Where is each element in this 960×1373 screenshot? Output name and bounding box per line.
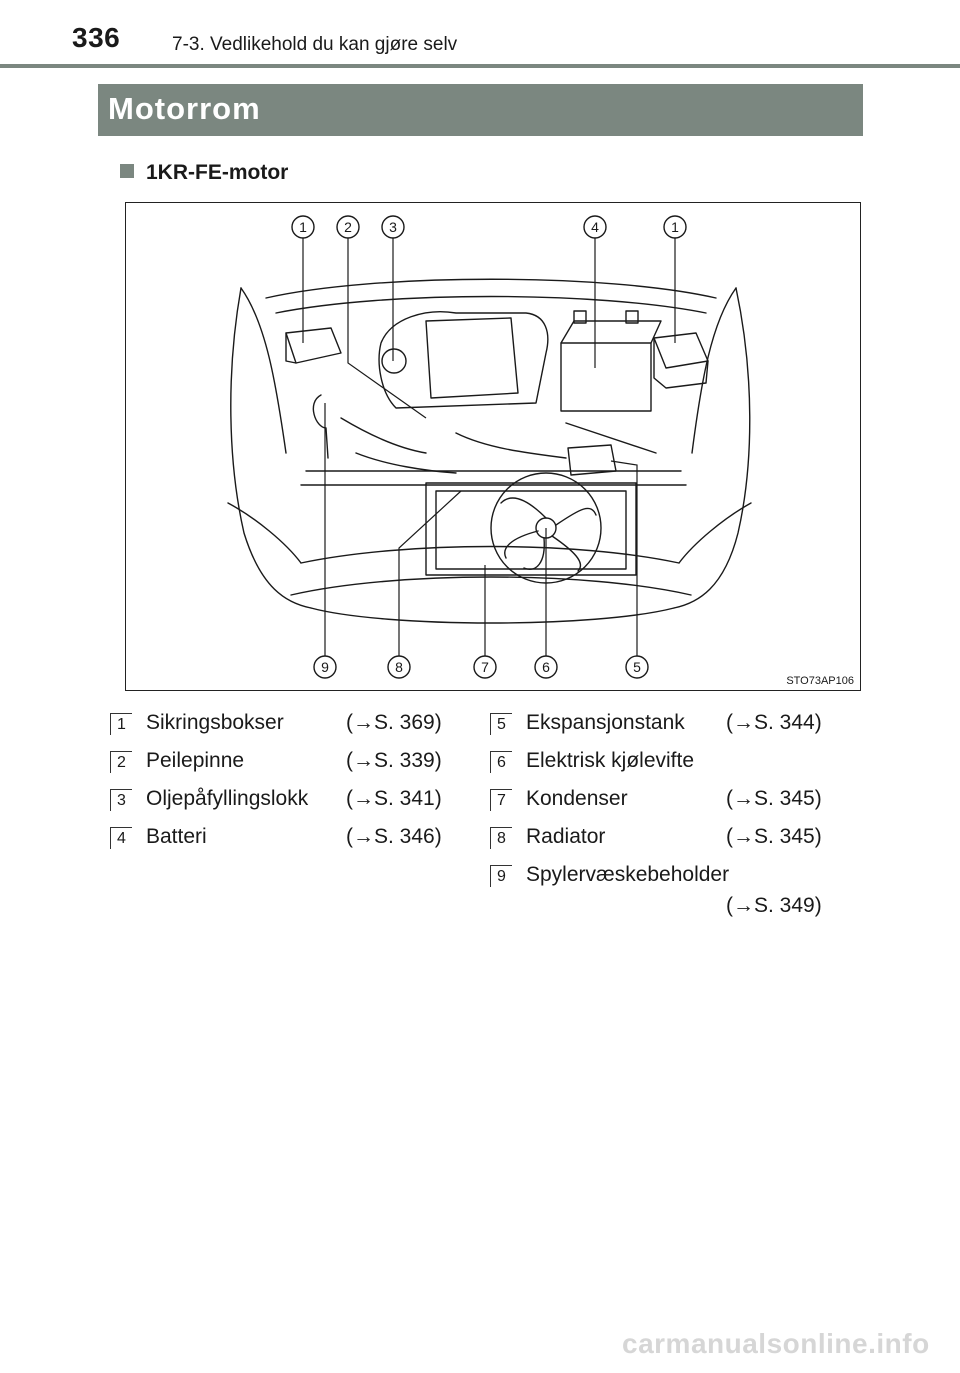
section-title: Motorrom (108, 91, 261, 126)
legend-label: Elektrisk kjølevifte (526, 749, 695, 772)
callout-bottom-5: 5 (633, 659, 641, 675)
legend-label: Radiator (526, 825, 606, 848)
legend-number: 2 (110, 751, 132, 773)
figure-code: STO73AP106 (786, 675, 854, 687)
legend-label: Batteri (146, 825, 207, 848)
legend-number: 6 (490, 751, 512, 773)
legend-number: 3 (110, 789, 132, 811)
legend-page-ref: (→S. 349) (726, 894, 822, 917)
legend-number: 9 (490, 865, 512, 887)
callout-top-5: 1 (671, 219, 679, 235)
legend-number: 4 (110, 827, 132, 849)
callout-top-1: 1 (299, 219, 307, 235)
legend-page-ref: (→S. 345) (726, 787, 822, 810)
legend-number: 1 (110, 713, 132, 735)
callout-bottom-4: 6 (542, 659, 550, 675)
legend-label: Sikringsbokser (146, 711, 284, 734)
subsection-heading: 1KR-FE-motor (120, 161, 288, 185)
engine-illustration: 1 2 3 4 1 9 8 7 6 5 (227, 215, 752, 679)
legend-number: 7 (490, 789, 512, 811)
legend-number: 8 (490, 827, 512, 849)
legend-page-ref: (→S. 369) (346, 711, 442, 734)
legend-page-ref: (→S. 341) (346, 787, 442, 810)
subsection-title: 1KR-FE-motor (146, 161, 289, 184)
section-banner: Motorrom (98, 84, 863, 136)
callout-bottom-2: 8 (395, 659, 403, 675)
legend-number: 5 (490, 713, 512, 735)
legend-page-ref: (→S. 345) (726, 825, 822, 848)
legend-page-ref: (→S. 339) (346, 749, 442, 772)
callout-top-2: 2 (344, 219, 352, 235)
callout-bottom-3: 7 (481, 659, 489, 675)
page-number: 336 (72, 22, 121, 53)
watermark: carmanualsonline.info (622, 1328, 930, 1359)
square-bullet-icon (120, 164, 134, 178)
legend-page-ref: (→S. 346) (346, 825, 442, 848)
callout-top-4: 4 (591, 219, 599, 235)
engine-compartment-figure: 1 2 3 4 1 9 8 7 6 5 STO73AP106 (125, 202, 861, 691)
legend-label: Spylervæskebeholder (526, 863, 730, 886)
callout-top-3: 3 (389, 219, 397, 235)
legend-label: Oljepåfyllingslokk (146, 787, 309, 810)
legend-label: Kondenser (526, 787, 628, 810)
legend-label: Ekspansjonstank (526, 711, 685, 734)
header-rule (0, 64, 960, 68)
callout-bottom-1: 9 (321, 659, 329, 675)
legend-page-ref: (→S. 344) (726, 711, 822, 734)
chapter-header: 7-3. Vedlikehold du kan gjøre selv (172, 34, 458, 55)
legend-label: Peilepinne (146, 749, 245, 772)
